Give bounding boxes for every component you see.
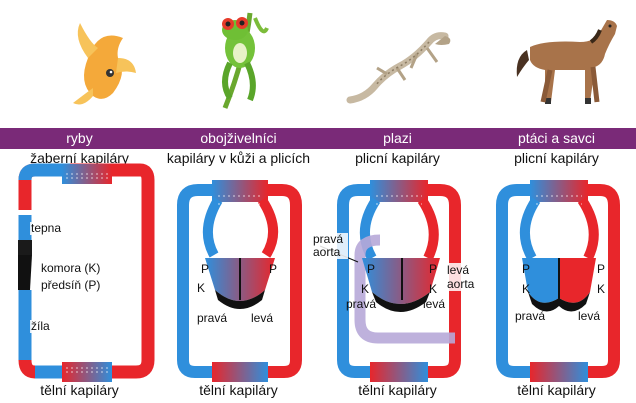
- bottom-label-birds-mammals: tělní kapiláry: [477, 382, 636, 398]
- label-left: levá: [577, 310, 601, 323]
- label-left: levá: [250, 312, 274, 325]
- label-right-aorta: pravá aorta: [312, 233, 348, 259]
- label-atrium-left: P: [596, 263, 606, 276]
- label-atrium-right: P: [521, 263, 531, 276]
- label-vein: žíla: [30, 320, 51, 333]
- label-left-aorta: levá aorta: [446, 263, 480, 291]
- label-ventricle-right: K: [521, 283, 531, 296]
- bird-mammal-circuit: [502, 180, 614, 382]
- label-atrium-right: P: [200, 263, 210, 276]
- bottom-label-amphibians: tělní kapiláry: [159, 382, 318, 398]
- label-ventricle-right: K: [360, 283, 370, 296]
- label-atrium-right: P: [366, 263, 376, 276]
- label-atrium-left: P: [268, 263, 278, 276]
- reptile-circuit: [320, 180, 455, 382]
- bottom-label-reptiles: tělní kapiláry: [318, 382, 477, 398]
- label-left: levá: [422, 298, 446, 311]
- label-ventricle-left: K: [596, 283, 606, 296]
- label-ventricle: K: [196, 282, 206, 295]
- label-atrium: předsíň (P): [40, 279, 101, 292]
- label-right: pravá: [514, 310, 546, 323]
- label-right: pravá: [196, 312, 228, 325]
- label-artery: tepna: [30, 222, 62, 235]
- label-ventricle: komora (K): [40, 262, 101, 275]
- label-atrium-left: P: [428, 263, 438, 276]
- bottom-label-fish: tělní kapiláry: [0, 382, 159, 398]
- label-right: pravá: [345, 298, 377, 311]
- label-ventricle-left: K: [428, 283, 438, 296]
